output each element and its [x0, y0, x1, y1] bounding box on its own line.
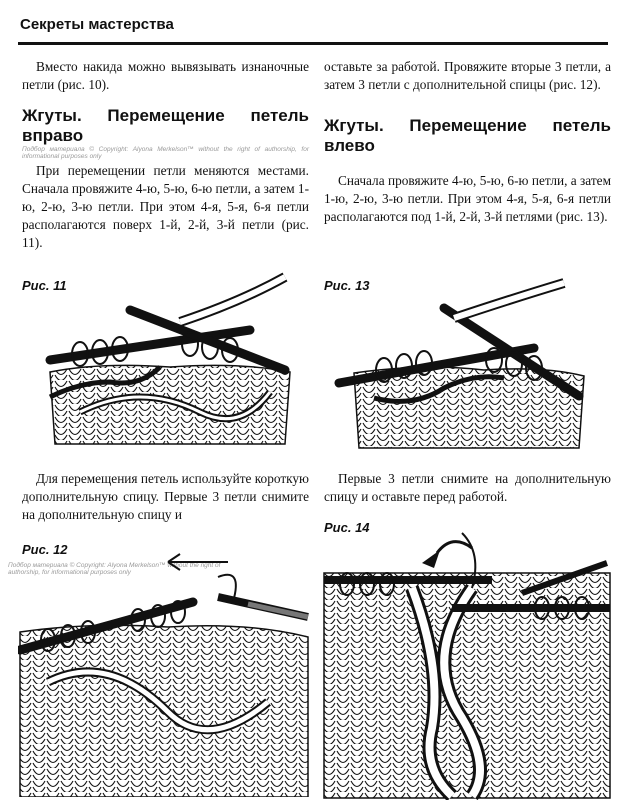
- fig12-illustration: [18, 553, 309, 797]
- paragraph-cable-right: При перемещении петли меняются местами. …: [22, 163, 310, 250]
- watermark: Подбор материала © Copyright: Alyona Mer…: [22, 146, 309, 160]
- heading-cable-left: Жгуты. Перемещение петель влево: [324, 116, 611, 155]
- paragraph-front-needle: Первые 3 петли снимите на дополнительную…: [324, 471, 611, 504]
- right-column-lower: Первые 3 петли снимите на дополнительную…: [324, 470, 611, 506]
- fig14-illustration: [323, 532, 611, 800]
- fig11-illustration: [45, 272, 291, 445]
- paragraph-extra-needle: Для перемещения петель используйте корот…: [22, 471, 309, 522]
- watermark: Подбор материала © Copyright: Alyona Mer…: [8, 562, 221, 576]
- section-title: Секреты мастерства: [20, 16, 174, 33]
- left-column-lower: Для перемещения петель используйте корот…: [22, 470, 309, 524]
- left-column: Вместо накида можно вывязывать изнаночны…: [22, 58, 309, 252]
- fig13-illustration: [334, 278, 585, 449]
- paragraph-purl-instead: Вместо накида можно вывязывать изнаночны…: [22, 59, 309, 92]
- fig14-label: Рис. 14: [324, 520, 370, 535]
- right-column: оставьте за работой. Провяжите вторые 3 …: [324, 58, 611, 226]
- fig13-label: Рис. 13: [324, 278, 370, 293]
- paragraph-continued: оставьте за работой. Провяжите вторые 3 …: [324, 59, 611, 92]
- page-header: Секреты мастерства: [18, 8, 608, 45]
- heading-cable-right: Жгуты. Перемещение петель вправо: [22, 106, 309, 145]
- fig11-label: Рис. 11: [22, 278, 67, 293]
- fig12-label: Рис. 12: [22, 542, 68, 557]
- paragraph-cable-left: Сначала провяжите 4-ю, 5-ю, 6-ю петли, а…: [324, 173, 611, 224]
